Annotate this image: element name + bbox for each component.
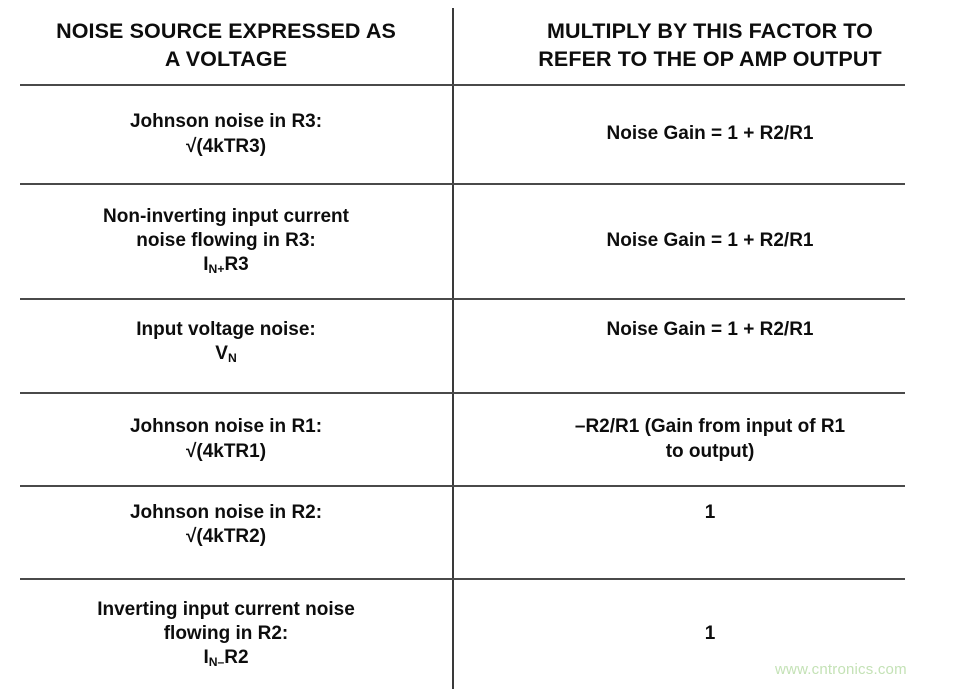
rule-under-header: [20, 84, 905, 86]
factor-line1: Noise Gain = 1 + R2/R1: [606, 319, 814, 340]
formula-suffix: R2: [224, 647, 249, 669]
factor-line1: 1: [704, 623, 716, 645]
cell-noise-source: Input voltage noise: VN: [0, 300, 452, 392]
factor-line1: Noise Gain = 1 + R2/R1: [606, 123, 814, 145]
formula-symbol: I: [203, 647, 209, 669]
header-right-line1: MULTIPLY BY THIS FACTOR TO: [547, 19, 873, 44]
factor-line2: to output): [665, 440, 755, 462]
header-cell-multiply-factor: MULTIPLY BY THIS FACTOR TO REFER TO THE …: [452, 8, 968, 84]
cell-noise-source: Johnson noise in R1: √(4kTR1): [0, 394, 452, 485]
site-watermark: www.cntronics.com: [775, 661, 907, 678]
source-line3-formula: IN+R3: [203, 253, 248, 278]
cell-noise-source: Johnson noise in R2: √(4kTR2): [0, 487, 452, 578]
formula-suffix: R3: [224, 254, 249, 276]
rule-after-row-3: [20, 392, 905, 394]
header-left-line2: A VOLTAGE: [164, 47, 288, 71]
formula-symbol: V: [215, 343, 228, 365]
cell-multiply-factor: Noise Gain = 1 + R2/R1: [452, 300, 968, 392]
factor-line1: Noise Gain = 1 + R2/R1: [606, 230, 814, 252]
cell-noise-source: Inverting input current noise flowing in…: [0, 580, 452, 689]
formula-subscript: N: [227, 351, 237, 366]
factor-line1: 1: [704, 502, 716, 523]
rule-after-row-4: [20, 485, 905, 487]
table-row: Input voltage noise: VN Noise Gain = 1 +…: [0, 300, 968, 392]
rule-after-row-5: [20, 578, 905, 580]
formula-subscript: N–: [208, 655, 225, 670]
source-line2: √(4kTR1): [185, 440, 267, 462]
cell-multiply-factor: Noise Gain = 1 + R2/R1: [452, 86, 968, 183]
cell-multiply-factor: 1: [452, 580, 968, 689]
table-row: Non-inverting input current noise flowin…: [0, 185, 968, 298]
cell-noise-source: Johnson noise in R3: √(4kTR3): [0, 86, 452, 183]
factor-line1: –R2/R1 (Gain from input of R1: [574, 416, 846, 438]
source-line1: Johnson noise in R2:: [129, 502, 323, 523]
table-row: Johnson noise in R2: √(4kTR2) 1: [0, 487, 968, 578]
table-row: Johnson noise in R3: √(4kTR3) Noise Gain…: [0, 86, 968, 183]
rule-after-row-2: [20, 298, 905, 300]
table-row: Inverting input current noise flowing in…: [0, 580, 968, 689]
table-row: Johnson noise in R1: √(4kTR1) –R2/R1 (Ga…: [0, 394, 968, 485]
source-line1: Johnson noise in R1:: [129, 416, 323, 438]
cell-noise-source: Non-inverting input current noise flowin…: [0, 185, 452, 298]
formula-subscript: N+: [208, 262, 225, 277]
cell-multiply-factor: Noise Gain = 1 + R2/R1: [452, 185, 968, 298]
formula-symbol: I: [203, 254, 209, 276]
source-line1: Input voltage noise:: [136, 319, 316, 340]
source-line1: Johnson noise in R3:: [129, 111, 323, 133]
cell-multiply-factor: –R2/R1 (Gain from input of R1 to output): [452, 394, 968, 485]
source-line2-formula: VN: [215, 342, 236, 367]
source-line3-formula: IN–R2: [203, 646, 248, 671]
header-right-line2: REFER TO THE OP AMP OUTPUT: [538, 47, 882, 71]
source-line2: noise flowing in R3:: [136, 230, 316, 252]
source-line1: Non-inverting input current: [103, 205, 349, 227]
source-line2: flowing in R2:: [163, 623, 289, 645]
column-divider: [452, 8, 454, 689]
source-line2: √(4kTR2): [185, 526, 267, 548]
table-header-row: NOISE SOURCE EXPRESSED AS A VOLTAGE MULT…: [0, 8, 968, 84]
rule-after-row-1: [20, 183, 905, 185]
source-line1: Inverting input current noise: [97, 598, 355, 620]
source-line2: √(4kTR3): [185, 135, 267, 157]
cell-multiply-factor: 1: [452, 487, 968, 578]
header-left-line1: NOISE SOURCE EXPRESSED AS: [56, 19, 396, 44]
header-cell-noise-source: NOISE SOURCE EXPRESSED AS A VOLTAGE: [0, 8, 452, 84]
